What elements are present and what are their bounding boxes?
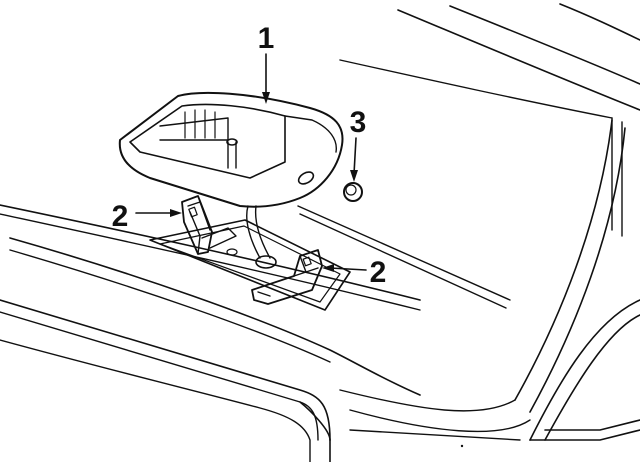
grommet-plug xyxy=(343,182,363,202)
arrowhead-2-left xyxy=(170,209,182,217)
callout-3: 3 xyxy=(350,106,367,139)
callout-2-right: 2 xyxy=(370,256,387,289)
quarter-glass xyxy=(529,299,640,441)
stray-dot xyxy=(460,444,464,448)
leader-lines xyxy=(135,53,367,272)
rear-window-frame xyxy=(297,3,640,413)
callout-2-left: 2 xyxy=(112,200,129,233)
mounting-bracket-right xyxy=(251,249,323,305)
package-tray xyxy=(0,204,531,462)
arrowhead-1 xyxy=(262,92,270,104)
arrowhead-2-right xyxy=(322,264,334,272)
arrowhead-3 xyxy=(350,170,358,182)
callout-1: 1 xyxy=(258,22,275,55)
mounting-bracket-left xyxy=(181,195,237,255)
high-mount-stop-lamp xyxy=(118,91,344,269)
